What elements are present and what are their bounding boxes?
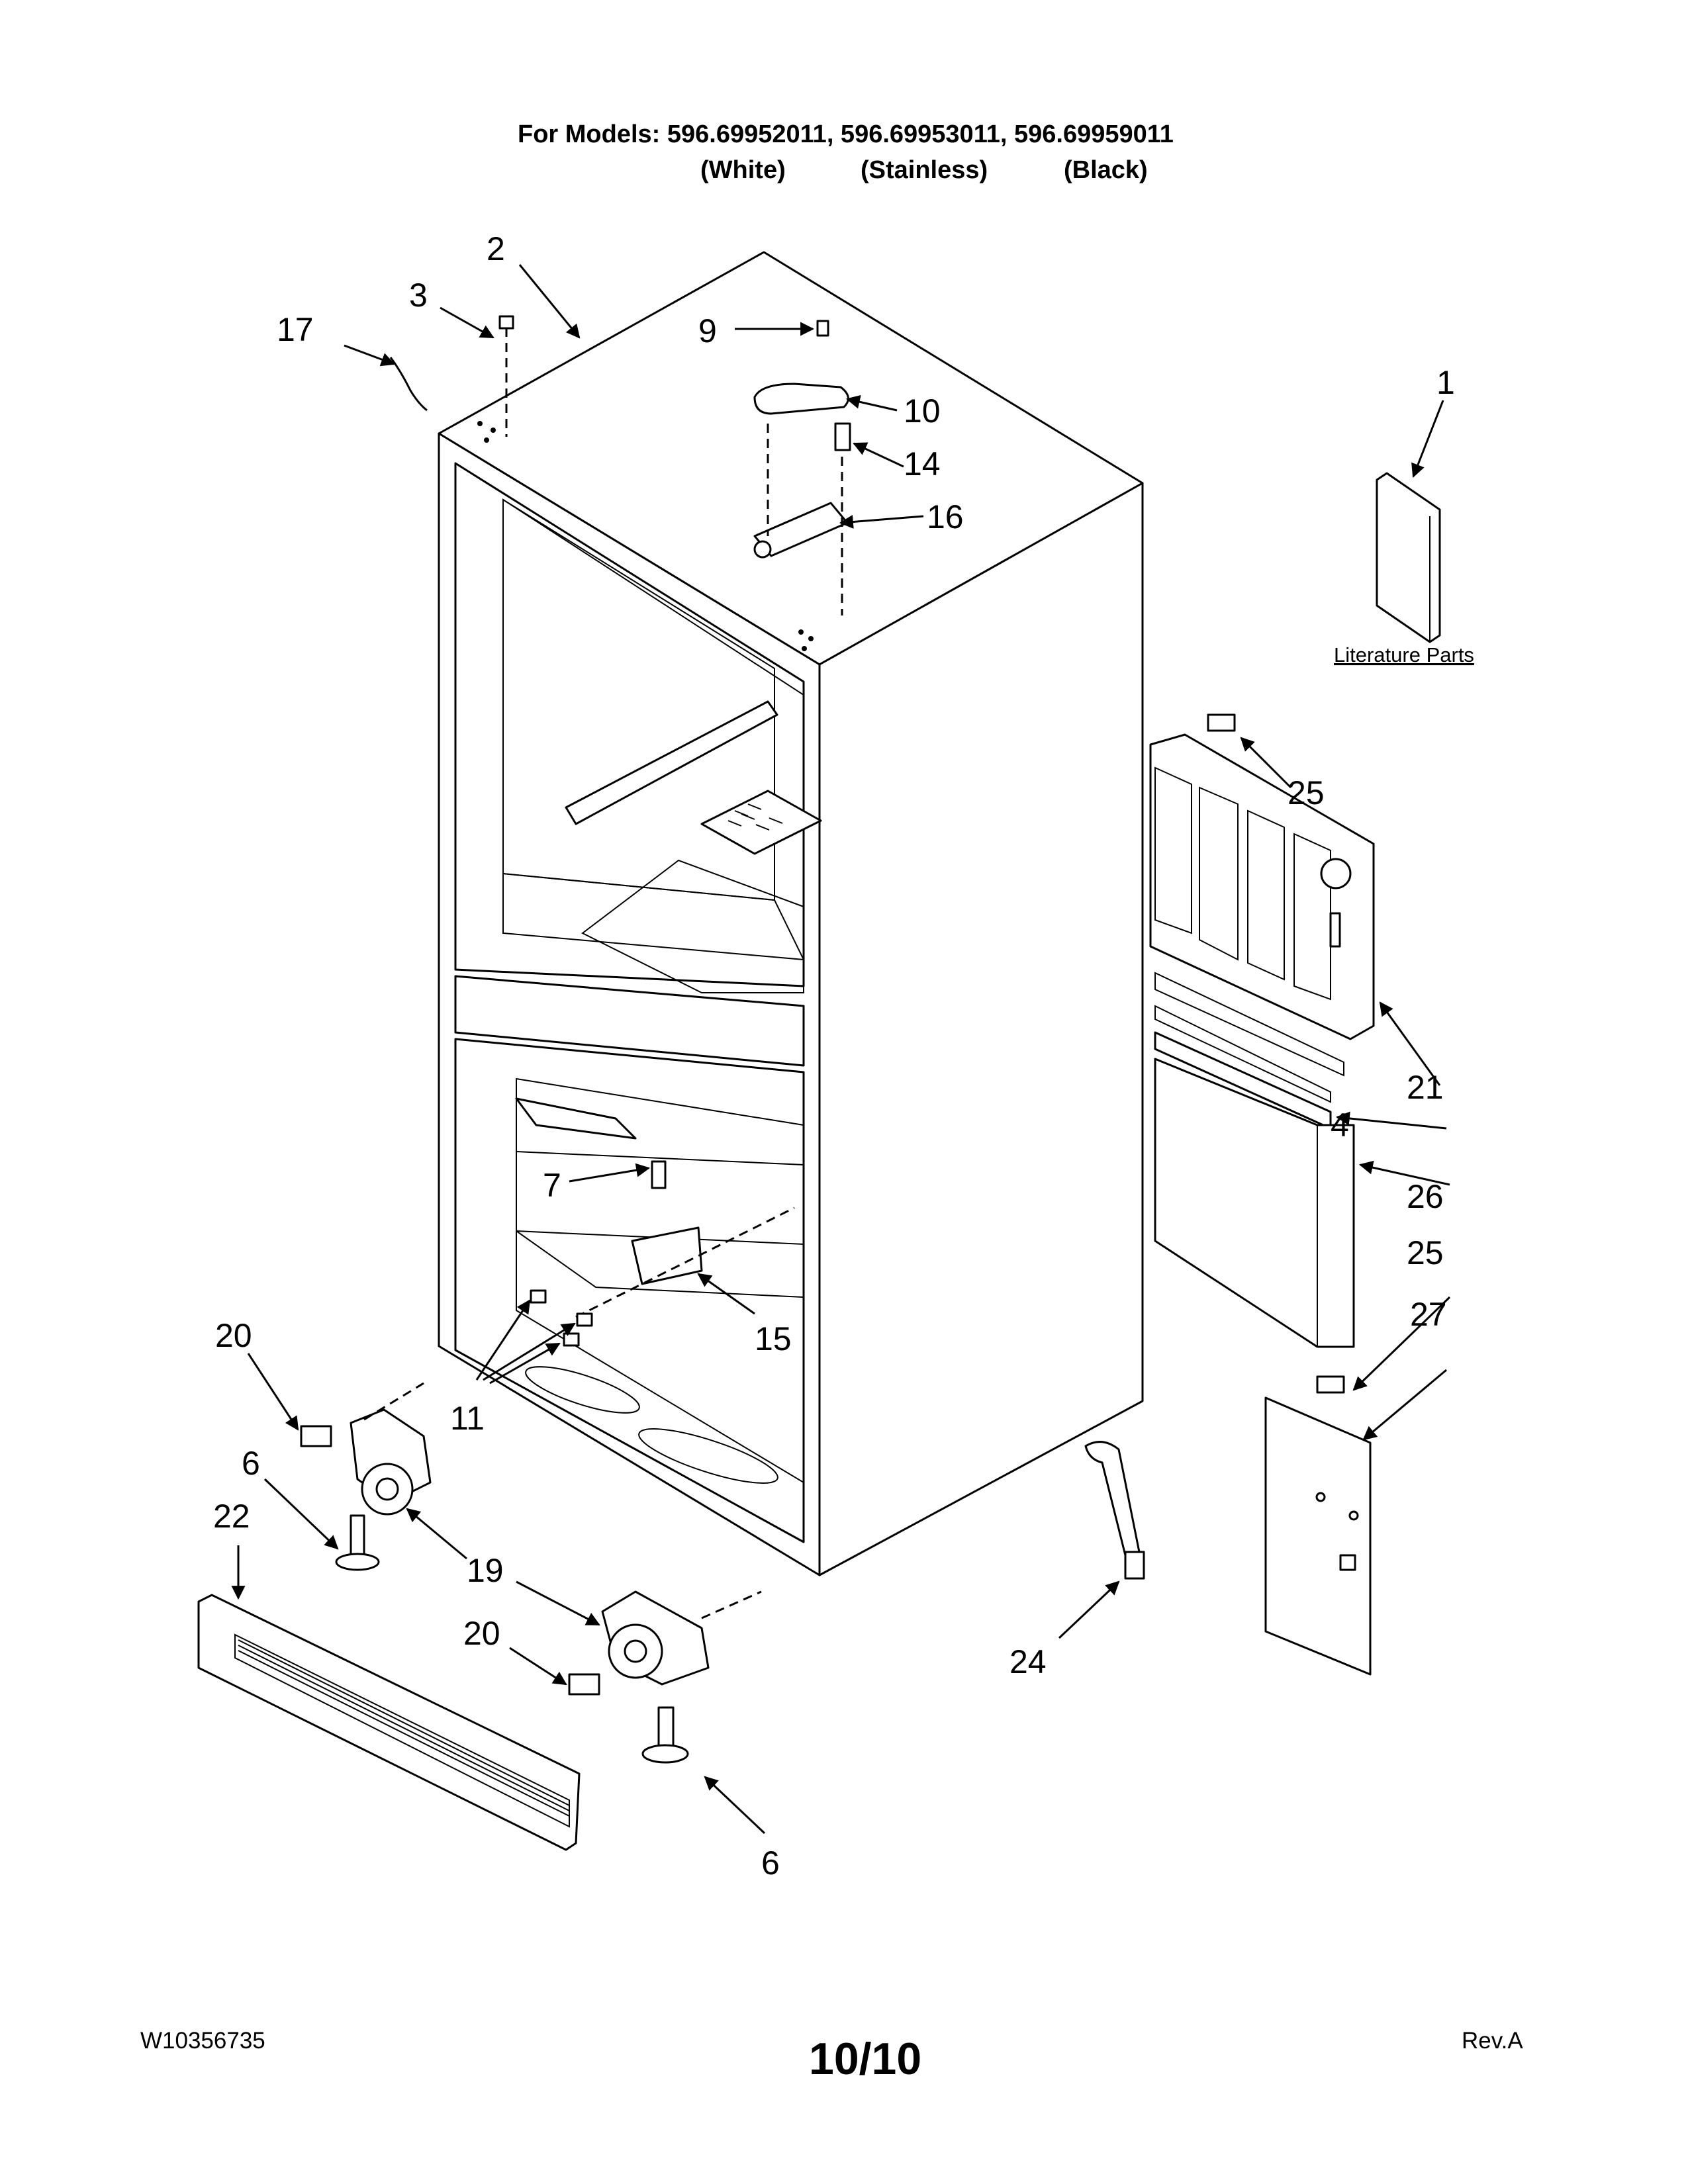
callout-25b: 25 [1407, 1234, 1444, 1271]
callout-6b: 6 [761, 1844, 780, 1882]
screw-9 [816, 320, 829, 337]
screw-25-lower [1316, 1375, 1345, 1394]
callout-16: 16 [927, 498, 964, 535]
variant-stainless: (Stainless) [861, 156, 988, 184]
literature-booklet [1376, 472, 1441, 643]
screw-7 [651, 1160, 667, 1189]
callout-11: 11 [450, 1400, 485, 1437]
callout-27: 27 [1410, 1296, 1447, 1333]
callout-21: 21 [1407, 1069, 1444, 1106]
models-heading: For Models: 596.69952011, 596.69953011, … [518, 120, 1174, 148]
literature-parts-label: Literature Parts [1334, 643, 1474, 666]
callout-22: 22 [213, 1498, 250, 1535]
callout-25a: 25 [1288, 774, 1325, 811]
leveler-6-left [335, 1553, 380, 1571]
hinge-15 [631, 1226, 703, 1285]
callout-19: 19 [467, 1552, 504, 1589]
callout-3: 3 [409, 277, 428, 314]
screw-3 [498, 315, 514, 330]
lower-hinge-assembly [300, 1160, 795, 1764]
rear-parts [1084, 472, 1441, 1676]
callout-9: 9 [698, 312, 717, 349]
toe-grille-22 [197, 1594, 581, 1851]
screw-20-left [300, 1425, 332, 1447]
revision-label: Rev.A [1462, 2028, 1523, 2054]
cabinet [438, 251, 1144, 1576]
page-number: 10/10 [809, 2034, 922, 2084]
cover-27 [1264, 1396, 1372, 1676]
mullion [454, 975, 805, 1067]
callout-2: 2 [487, 230, 505, 267]
hinge-bolt-14 [834, 422, 851, 451]
tape-17 [389, 357, 428, 412]
callout-20a: 20 [215, 1317, 252, 1354]
callout-6a: 6 [242, 1445, 260, 1482]
callout-26: 26 [1407, 1178, 1444, 1215]
leveler-6-right [641, 1744, 689, 1764]
top-hinge-assembly [389, 315, 851, 615]
screw-25-upper [1207, 713, 1236, 732]
callout-17: 17 [277, 311, 314, 348]
callout-14: 14 [904, 445, 941, 482]
screw-20-right [568, 1673, 600, 1696]
callout-20b: 20 [463, 1615, 500, 1652]
callout-labels: 1 2 3 4 6 6 7 9 10 11 14 15 16 17 19 20 … [213, 230, 1474, 1882]
callout-7: 7 [543, 1167, 561, 1204]
callout-1: 1 [1436, 364, 1455, 401]
leader-arrows [231, 264, 1451, 1835]
callout-15: 15 [755, 1320, 792, 1357]
rear-grille-21 [1149, 733, 1375, 1040]
lower-compartment-frame [454, 1038, 805, 1543]
insulation-26 [1154, 1058, 1355, 1348]
variant-white: (White) [700, 156, 786, 184]
document-number: W10356735 [140, 2028, 265, 2054]
power-cord-24 [1084, 1441, 1143, 1570]
cabinet-side [818, 482, 1144, 1576]
variant-black: (Black) [1064, 156, 1148, 184]
callout-10: 10 [904, 392, 941, 430]
callout-24: 24 [1009, 1643, 1047, 1680]
callout-4: 4 [1331, 1107, 1349, 1144]
